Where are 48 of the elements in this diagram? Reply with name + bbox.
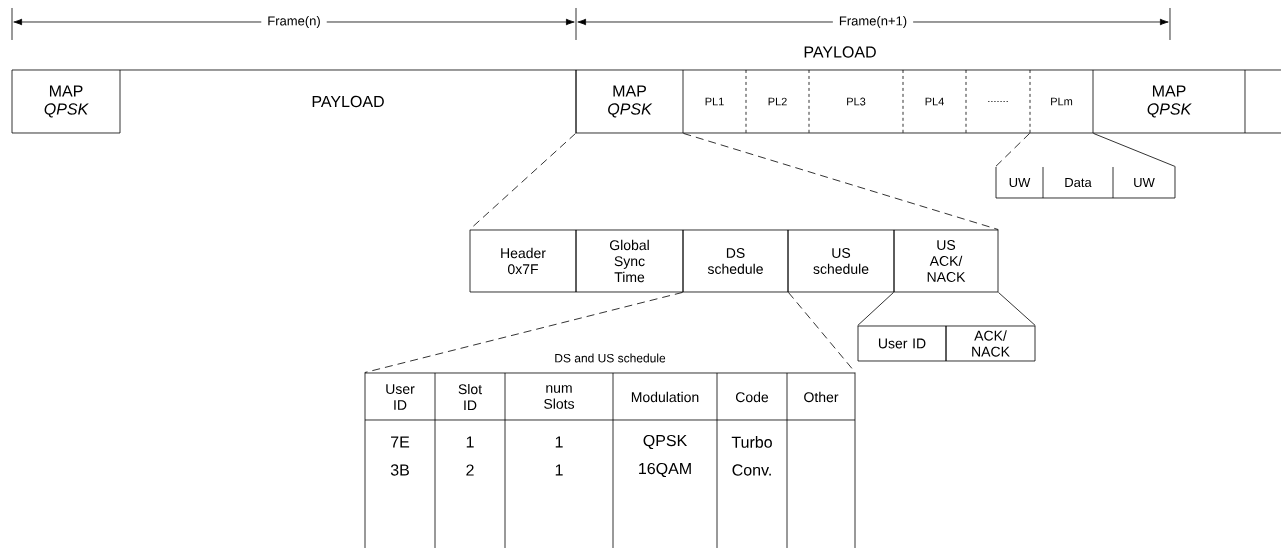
field-cell: PL2 (745, 69, 810, 134)
field-cell: MAP QPSK (1092, 69, 1246, 134)
table-cell: 3B (390, 464, 409, 476)
field-cell: UW (1112, 166, 1176, 199)
table-cell: Slot ID (458, 383, 482, 411)
table-cell: 7E (391, 436, 410, 448)
zoom-line (1093, 133, 1176, 167)
table-cell: Turbo (731, 436, 772, 448)
table-cell: 1 (555, 436, 563, 448)
table-cell: Other (804, 391, 839, 403)
table-caption: DS and US schedule (555, 353, 666, 363)
zoom-line (364, 292, 683, 373)
table-cell: 2 (466, 464, 474, 476)
table-cell: Code (736, 391, 769, 403)
field-cell: PAYLOAD (119, 69, 577, 134)
zoom-line (683, 133, 999, 230)
field-cell: PLm (1029, 69, 1094, 134)
field-cell: Data (1042, 166, 1114, 199)
field-cell: MAP QPSK (11, 69, 121, 134)
zoom-line (857, 292, 894, 326)
dimension-label: Frame(n+1) (832, 14, 914, 30)
table-cell: QPSK (643, 434, 688, 450)
field-cell: Header 0x7F (469, 229, 577, 293)
table-cell: User ID (386, 384, 415, 410)
schedule-table (364, 372, 856, 548)
field-cell: US schedule (787, 229, 895, 293)
field-cell: MAP QPSK (575, 69, 684, 134)
field-cell: User ID (857, 325, 947, 362)
field-cell: PL3 (808, 69, 904, 134)
zoom-line (995, 133, 1030, 167)
field-cell: ACK/ NACK (945, 325, 1036, 362)
dimension-label: Frame(n) (261, 14, 327, 30)
field-cell: DS schedule (682, 229, 789, 293)
field-cell: ....... (965, 69, 1031, 134)
field-cell: US ACK/ NACK (893, 229, 999, 293)
frame-box (1244, 69, 1281, 134)
table-cell: Conv. (732, 464, 771, 476)
table-cell: 16QAM (639, 462, 691, 478)
field-cell: PL4 (902, 69, 967, 134)
field-cell: UW (995, 166, 1044, 199)
section-label: PAYLOAD (804, 46, 876, 58)
table-cell: 1 (466, 436, 474, 448)
table-cell: Modulation (631, 391, 699, 403)
field-cell: PL1 (682, 69, 747, 134)
zoom-line (998, 292, 1036, 326)
table-cell: num Slots (544, 385, 575, 409)
field-cell: Global Sync Time (575, 229, 684, 293)
table-cell: 1 (555, 464, 563, 476)
